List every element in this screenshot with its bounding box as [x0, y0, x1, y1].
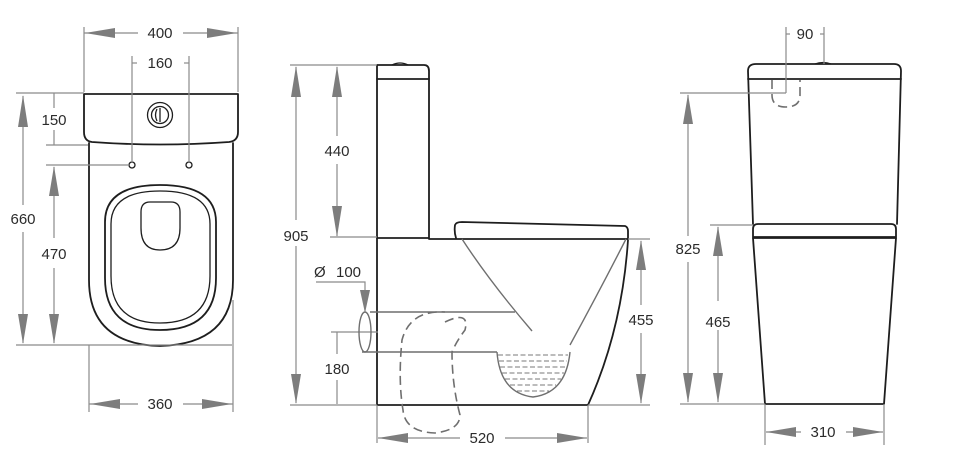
dim-fixing-spacing: 160: [131, 55, 190, 162]
dim-seat-height: 455: [588, 238, 654, 406]
fixing-hole-left: [128, 161, 136, 169]
dim-overall-width: 400: [83, 25, 239, 92]
label-cistern-height: 440: [324, 143, 349, 160]
top-view: 400 160 150 660: [10, 25, 239, 413]
top-seat-outer: [104, 184, 217, 331]
label-overall-length: 520: [469, 430, 494, 447]
label-cistern-depth: 150: [41, 112, 66, 129]
top-pan-outline: [88, 142, 234, 347]
label-inlet-offset: 90: [797, 26, 814, 43]
label-inlet-height: 825: [675, 241, 700, 258]
label-overall-height: 905: [283, 228, 308, 245]
water-level-hatch: [498, 354, 568, 392]
label-waste-diameter: 100: [336, 264, 361, 281]
label-overall-width: 400: [147, 25, 172, 42]
label-bowl-width: 360: [147, 396, 172, 413]
dim-bowl-width: 360: [88, 300, 234, 413]
rear-view: 90 825 465 310: [675, 26, 902, 445]
dim-cistern-height: 440: [324, 66, 377, 238]
dim-overall-height: 905: [283, 64, 377, 406]
dim-overall-depth: 660: [10, 95, 232, 346]
side-pan-outline: [376, 237, 629, 406]
flush-button-icon: [146, 101, 174, 129]
side-flush-button: [391, 62, 409, 66]
label-base-width: 310: [810, 424, 835, 441]
hidden-waste-pipe: [399, 311, 467, 434]
dim-waste-diameter: Ø 100: [314, 264, 370, 313]
side-view: 905 440 Ø 100 180: [283, 62, 654, 447]
label-waste-height: 180: [324, 361, 349, 378]
dim-base-width: 310: [764, 404, 885, 445]
top-lid-cutout: [140, 201, 181, 251]
fixing-hole-right: [185, 161, 193, 169]
dim-pan-height: 465: [705, 224, 753, 403]
rear-pan-outline: [752, 237, 897, 405]
bowl-trapway: [496, 351, 571, 398]
dim-waste-height: 180: [324, 332, 350, 404]
top-cistern-outline: [83, 93, 239, 146]
bowl-inner-front: [569, 238, 627, 346]
label-seat-height: 455: [628, 312, 653, 329]
diameter-symbol: Ø: [314, 264, 326, 281]
side-cistern-outline: [376, 64, 430, 239]
side-seat-outline: [453, 221, 629, 240]
label-fixing-spacing: 160: [147, 55, 172, 72]
dim-inlet-offset: 90: [785, 26, 825, 93]
rear-cistern-outline: [747, 63, 902, 225]
label-fixing-to-front: 470: [41, 246, 66, 263]
label-pan-height: 465: [705, 314, 730, 331]
bowl-inner-rear: [461, 238, 533, 332]
dim-cistern-depth: 150: [16, 92, 88, 146]
hidden-inlet: [771, 80, 801, 108]
dim-fixing-to-front: 470: [41, 164, 129, 344]
rear-seat-band: [752, 223, 897, 238]
label-overall-depth: 660: [10, 211, 35, 228]
dim-inlet-height: 825: [675, 92, 786, 405]
rear-flush-button: [814, 61, 832, 65]
dim-overall-length: 520: [376, 405, 589, 447]
top-seat-inner: [110, 190, 211, 324]
